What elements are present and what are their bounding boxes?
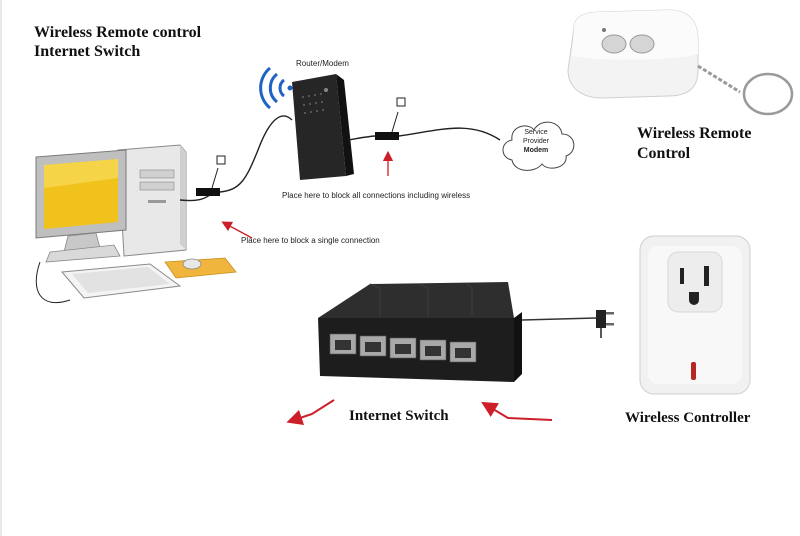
router-modem-icon — [292, 74, 354, 180]
remote-label-line-2: Control — [637, 145, 691, 162]
cloud-line-3: Modem — [523, 147, 549, 154]
remote-label-line-1: Wireless Remote — [637, 125, 752, 142]
wireless-controller-label: Wireless Controller — [625, 410, 751, 426]
block-all-note: Place here to block all connections incl… — [282, 191, 471, 200]
network-switch-icon — [318, 282, 522, 382]
power-plug-icon — [596, 310, 614, 338]
arrow-switch-in — [481, 401, 553, 421]
service-provider-label: Service Provider Modem — [500, 128, 572, 155]
single-connection-switch-plug — [196, 155, 226, 196]
wireless-remote-icon — [567, 9, 794, 116]
arrow-single-connection — [221, 221, 253, 239]
internet-switch-label: Internet Switch — [349, 408, 449, 424]
block-single-note: Place here to block a single connection — [241, 236, 380, 245]
service-provider-cloud-icon — [502, 121, 575, 171]
computer-icon — [35, 144, 237, 299]
router-modem-label: Router/Modem — [296, 59, 349, 68]
title-line-1: Wireless Remote control — [34, 24, 202, 41]
all-connections-switch-plug — [375, 97, 406, 140]
cloud-line-1: Service — [524, 129, 548, 136]
title-line-2: Internet Switch — [34, 43, 141, 60]
wireless-controller-outlet-icon — [639, 235, 751, 395]
arrow-switch-out — [286, 399, 335, 426]
wifi-icon — [259, 66, 293, 110]
cloud-line-2: Provider — [522, 138, 550, 145]
